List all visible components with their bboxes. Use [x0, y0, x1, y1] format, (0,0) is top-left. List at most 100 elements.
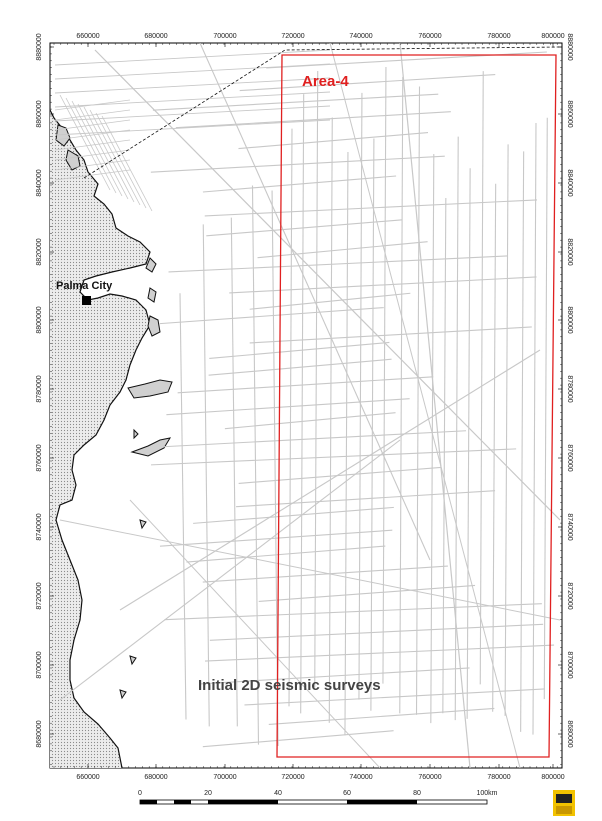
- x-tick-top-label: 720000: [281, 33, 304, 40]
- x-tick-top-label: 700000: [213, 33, 236, 40]
- seismic-line: [251, 185, 260, 745]
- seismic-line: [230, 217, 238, 727]
- scale-bar-label: 0: [138, 790, 142, 797]
- y-tick-right-label: 8780000: [566, 375, 573, 402]
- y-tick-left-label: 8820000: [36, 238, 43, 265]
- y-tick-left-label: 8740000: [36, 513, 43, 540]
- scale-bar-label: 40: [274, 790, 282, 797]
- seismic-line: [54, 159, 131, 171]
- seismic-line: [288, 128, 293, 707]
- scale-bar-label: 80: [413, 790, 421, 797]
- area-4-outline: [276, 54, 557, 758]
- y-axis-right: 8880000886000088400008820000880000087800…: [558, 33, 573, 765]
- seismic-line: [159, 529, 393, 547]
- seismic-line: [208, 358, 392, 376]
- seismic-line: [492, 183, 497, 712]
- seismic-line: [238, 466, 441, 484]
- y-tick-left-label: 8680000: [36, 720, 43, 747]
- y-tick-left-label: 8840000: [36, 169, 43, 196]
- y-axis-left: 8880000886000088400008820000880000087800…: [36, 33, 54, 765]
- seismic-line: [54, 77, 331, 94]
- seismic-line: [54, 63, 331, 80]
- seismic-line: [258, 584, 476, 603]
- y-tick-left-label: 8780000: [36, 375, 43, 402]
- seismic-line: [54, 105, 331, 122]
- seismic-line: [89, 109, 141, 206]
- seismic-line: [186, 545, 386, 563]
- company-logo: [553, 790, 575, 816]
- seismic-line: [224, 412, 396, 430]
- seismic-line: [329, 43, 521, 768]
- seismic-line: [150, 155, 445, 173]
- survey-label: Initial 2D seismic surveys: [198, 677, 381, 694]
- seismic-line: [249, 292, 411, 310]
- scale-bar-label: 20: [204, 790, 212, 797]
- city-label: Palma City: [56, 280, 113, 292]
- seismic-line: [54, 91, 331, 108]
- seismic-line: [166, 398, 410, 416]
- x-tick-top-label: 680000: [144, 33, 167, 40]
- scale-bar-label: 100km: [476, 790, 497, 797]
- seismic-lines-group: [54, 43, 561, 768]
- seismic-line: [177, 376, 434, 394]
- seismic-line: [129, 499, 381, 768]
- x-tick-top-label: 800000: [541, 33, 564, 40]
- x-tick-bottom-label: 660000: [76, 774, 99, 781]
- y-tick-right-label: 8860000: [566, 100, 573, 127]
- seismic-line: [202, 175, 397, 193]
- seismic-line: [175, 111, 451, 129]
- seismic-line: [209, 341, 390, 359]
- seismic-line: [466, 168, 471, 719]
- scale-bar: 0 20 40 60 80 100km: [138, 790, 498, 805]
- seismic-line: [358, 92, 363, 700]
- x-tick-top-label: 780000: [487, 33, 510, 40]
- seismic-line: [238, 132, 429, 150]
- y-tick-left-label: 8760000: [36, 444, 43, 471]
- seismic-line: [204, 644, 555, 662]
- seismic-line: [300, 94, 305, 714]
- seismic-line: [168, 255, 508, 273]
- x-tick-bottom-label: 680000: [144, 774, 167, 781]
- x-tick-bottom-label: 800000: [541, 774, 564, 781]
- seismic-line: [119, 349, 541, 611]
- seismic-line: [202, 565, 448, 583]
- seismic-line: [83, 106, 135, 203]
- seismic-line: [59, 519, 561, 621]
- seismic-line: [249, 326, 532, 344]
- seismic-line: [504, 144, 509, 716]
- seismic-line: [442, 197, 447, 714]
- seismic-line: [257, 241, 428, 259]
- seismic-line: [54, 119, 331, 136]
- coastline: [50, 109, 151, 768]
- seismic-line: [328, 117, 333, 723]
- seismic-line: [271, 190, 279, 747]
- y-tick-right-label: 8680000: [566, 720, 573, 747]
- city-marker: [82, 296, 91, 305]
- seismic-line: [202, 224, 210, 727]
- seismic-line: [415, 86, 421, 715]
- seismic-line: [199, 43, 431, 561]
- seismic-line: [193, 506, 394, 524]
- y-tick-left-label: 8720000: [36, 582, 43, 609]
- seismic-line: [54, 169, 131, 181]
- seismic-line: [206, 219, 403, 237]
- seismic-line: [314, 70, 319, 688]
- x-tick-bottom-label: 720000: [281, 774, 304, 781]
- seismic-line: [179, 293, 187, 720]
- scale-bar-label: 60: [343, 790, 351, 797]
- x-tick-top-label: 660000: [76, 33, 99, 40]
- y-tick-left-label: 8860000: [36, 100, 43, 127]
- seismic-line: [209, 623, 544, 641]
- seismic-line: [199, 667, 470, 685]
- seismic-line: [54, 49, 331, 66]
- seismic-line: [399, 43, 471, 768]
- x-tick-bottom-label: 760000: [418, 774, 441, 781]
- seismic-line: [382, 67, 387, 684]
- seismic-line: [95, 112, 147, 209]
- y-tick-right-label: 8840000: [566, 169, 573, 196]
- seismic-line: [479, 71, 484, 685]
- seismic-line: [204, 199, 538, 217]
- inset-leader-line: [83, 46, 561, 179]
